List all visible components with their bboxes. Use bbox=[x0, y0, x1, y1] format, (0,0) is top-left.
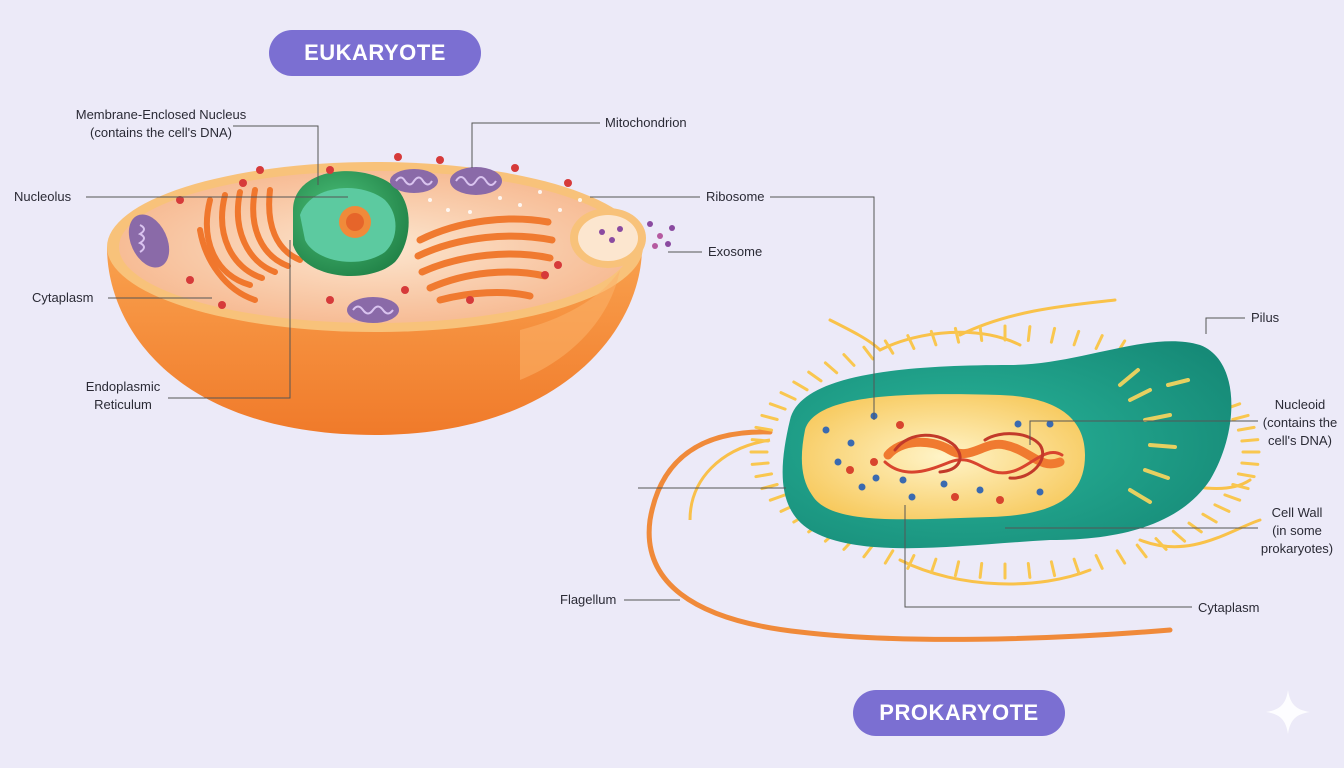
prokaryote-heading: PROKARYOTE bbox=[853, 690, 1065, 736]
fimbria bbox=[1171, 529, 1187, 543]
fimbria bbox=[1072, 557, 1081, 575]
fimbria bbox=[883, 339, 895, 355]
ribosomes bbox=[176, 153, 572, 309]
exosome-vesicle bbox=[570, 208, 675, 268]
fimbria bbox=[1135, 543, 1148, 559]
fimbria bbox=[1115, 549, 1127, 565]
prokaryote-granules bbox=[846, 421, 1004, 504]
label-flagellum: Flagellum bbox=[560, 592, 617, 607]
fimbria bbox=[862, 543, 875, 559]
vesicle-specks bbox=[428, 190, 582, 214]
fimbria bbox=[953, 326, 961, 344]
fimbria bbox=[1049, 560, 1057, 578]
label-cell-wall: Cell Wall (in some prokaryotes) bbox=[1252, 504, 1342, 558]
fimbria bbox=[768, 402, 787, 411]
fimbria bbox=[754, 425, 774, 432]
label-er-line1: Endoplasmic bbox=[85, 379, 161, 394]
fimbria bbox=[779, 391, 797, 401]
label-nucleus-line1: Membrane-Enclosed Nucleus bbox=[75, 107, 247, 122]
label-cell-wall-line2: (in some bbox=[1272, 523, 1322, 538]
fimbria bbox=[953, 560, 961, 578]
label-nucleus: Membrane-Enclosed Nucleus (contains the … bbox=[56, 106, 266, 142]
mitochondria bbox=[128, 167, 502, 323]
eukaryote-cell bbox=[107, 153, 675, 435]
fimbria bbox=[1049, 326, 1057, 344]
leader-lines bbox=[86, 122, 1258, 608]
prokaryote-cytoplasm bbox=[801, 394, 1085, 520]
label-mitochondrion: Mitochondrion bbox=[605, 115, 687, 130]
label-pilus: Pilus bbox=[1251, 310, 1280, 325]
fimbria bbox=[842, 353, 856, 367]
fimbria bbox=[1154, 537, 1168, 551]
fimbria bbox=[929, 557, 938, 575]
label-ribosome: Ribosome bbox=[706, 189, 765, 204]
fimbria bbox=[906, 554, 916, 570]
label-nucleoid-line2: (contains the bbox=[1262, 415, 1338, 430]
fimbria bbox=[1094, 334, 1104, 350]
fimbria bbox=[1094, 554, 1104, 570]
fimbria bbox=[1231, 413, 1250, 421]
fimbria bbox=[1223, 493, 1242, 502]
fimbria bbox=[978, 562, 984, 579]
fimbria bbox=[978, 325, 984, 342]
fimbria bbox=[768, 493, 787, 502]
sparkle-icon bbox=[1266, 690, 1310, 734]
bowl-highlight bbox=[520, 270, 620, 380]
fimbria bbox=[1026, 562, 1032, 579]
fimbria bbox=[906, 334, 916, 350]
fimbria bbox=[760, 413, 779, 421]
fimbria bbox=[862, 345, 875, 361]
endoplasmic-reticulum bbox=[197, 187, 303, 303]
label-prokaryote-cytoplasm: Cytaplasm bbox=[1198, 600, 1260, 615]
fimbria bbox=[807, 370, 823, 383]
label-nucleoid-line1: Nucleoid bbox=[1274, 397, 1326, 412]
fimbria bbox=[750, 461, 770, 466]
golgi-apparatus bbox=[414, 215, 556, 304]
fimbria bbox=[1213, 503, 1231, 513]
label-nucleoid: Nucleoid (contains the cell's DNA) bbox=[1256, 396, 1344, 450]
prokaryote-cell bbox=[646, 298, 1262, 642]
fimbria bbox=[929, 329, 938, 347]
label-exosome: Exosome bbox=[708, 244, 763, 259]
fimbria bbox=[792, 380, 809, 392]
label-cell-wall-line1: Cell Wall bbox=[1271, 505, 1323, 520]
label-nucleolus: Nucleolus bbox=[14, 189, 72, 204]
nucleus bbox=[293, 171, 409, 277]
fimbria bbox=[750, 438, 770, 443]
eukaryote-heading: EUKARYOTE bbox=[269, 30, 481, 76]
prokaryote-ribosomes bbox=[822, 412, 1054, 501]
label-nucleoid-line3: cell's DNA) bbox=[1268, 433, 1332, 448]
fimbria bbox=[754, 472, 774, 479]
fimbria bbox=[1240, 438, 1260, 443]
fimbria bbox=[1231, 483, 1250, 491]
fimbria bbox=[1072, 329, 1081, 347]
label-cell-wall-line3: prokaryotes) bbox=[1260, 541, 1334, 556]
fimbria bbox=[823, 361, 839, 375]
wall-highlights bbox=[1118, 368, 1190, 504]
fimbria bbox=[1240, 461, 1260, 466]
fimbria bbox=[1236, 425, 1256, 432]
label-cytoplasm: Cytaplasm bbox=[32, 290, 94, 305]
fimbria bbox=[883, 549, 895, 565]
label-nucleus-line2: (contains the cell's DNA) bbox=[90, 125, 232, 140]
label-er-line2: Reticulum bbox=[94, 397, 152, 412]
flagellum bbox=[646, 429, 1173, 642]
fimbria bbox=[1201, 512, 1218, 524]
fimbria bbox=[1026, 325, 1032, 342]
label-endoplasmic-reticulum: Endoplasmic Reticulum bbox=[70, 378, 176, 414]
nucleoid-dna bbox=[883, 432, 1065, 480]
fimbria bbox=[1236, 472, 1256, 479]
